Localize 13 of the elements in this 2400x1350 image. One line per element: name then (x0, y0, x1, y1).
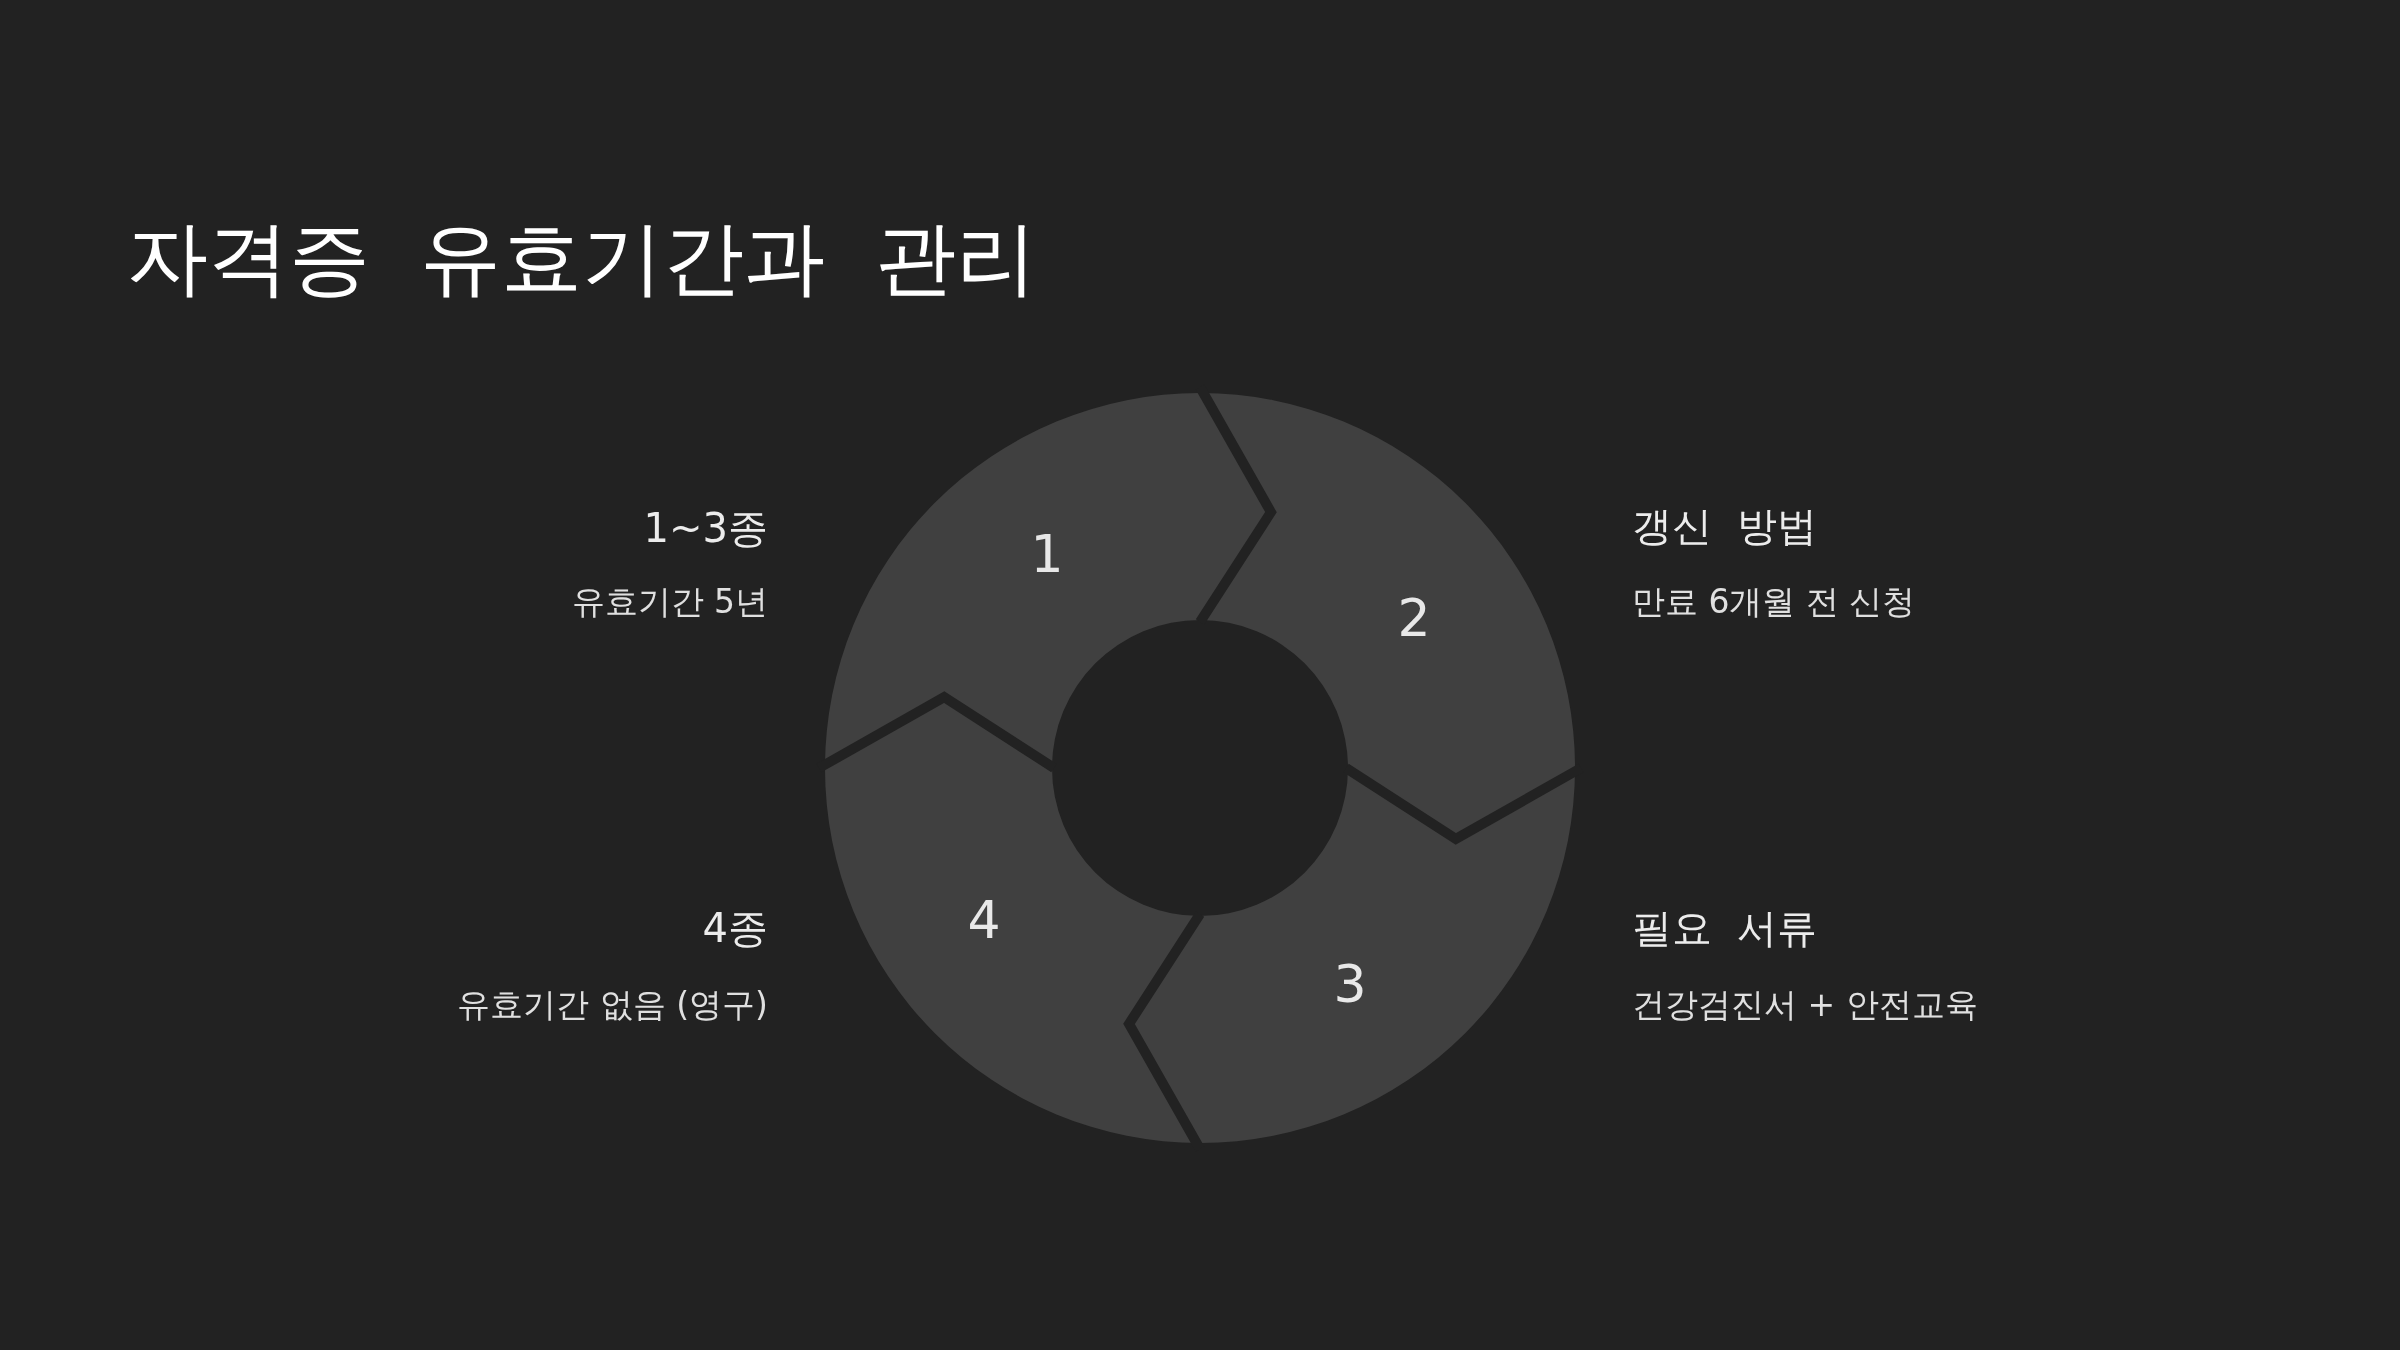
group-description: 유효기간 5년 (571, 584, 768, 618)
step-number: 4 (967, 894, 1001, 946)
step-number: 1 (1030, 528, 1064, 580)
group-description: 만료 6개월 전 신청 (1632, 584, 1916, 618)
group-heading: 필요 서류 (1632, 908, 1817, 948)
title: 자격증 유효기간과 관리 (127, 210, 1038, 307)
group-description: 유효기간 없음 (영구) (457, 987, 768, 1021)
group-description: 건강검진서 + 안전교육 (1632, 987, 1978, 1021)
group-heading: 갱신 방법 (1632, 506, 1817, 546)
group-heading: 4종 (702, 908, 768, 948)
step-number: 3 (1333, 958, 1367, 1010)
group-heading: 1~3종 (643, 508, 768, 548)
step-number: 2 (1397, 592, 1431, 644)
